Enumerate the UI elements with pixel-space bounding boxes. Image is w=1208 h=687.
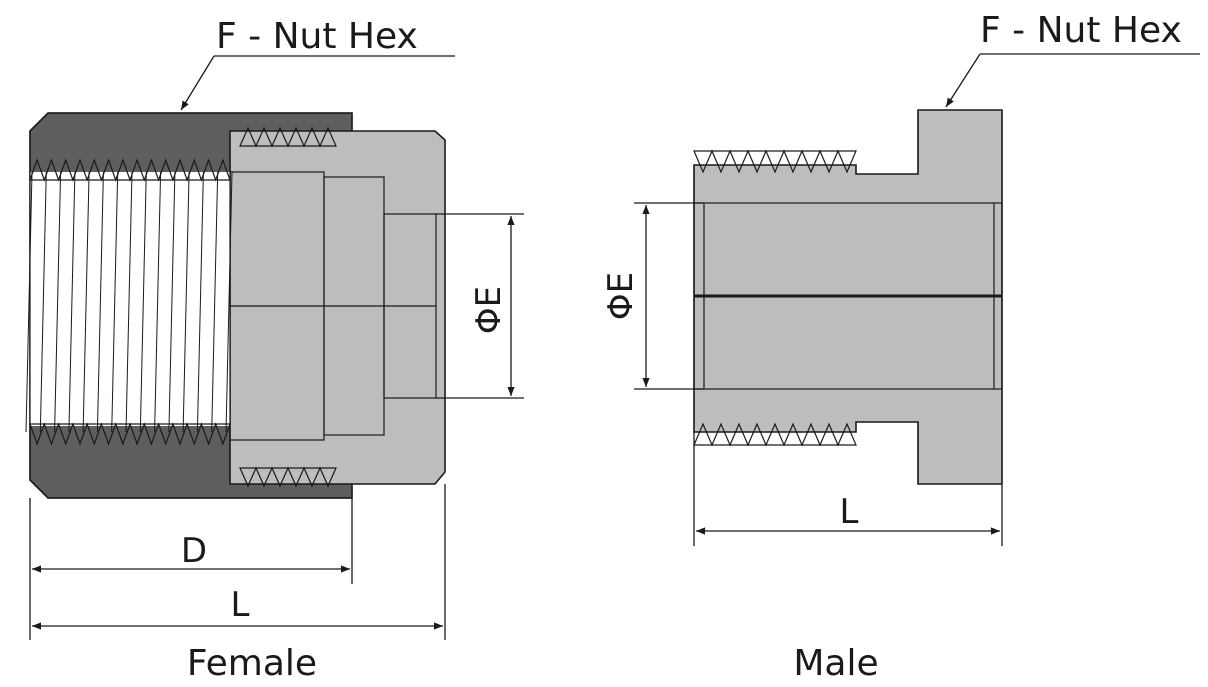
female-small-thread-top (239, 126, 337, 148)
thread-helix-line (168, 171, 176, 433)
male-dim-diameter: ΦE (601, 202, 704, 390)
female-dim-diameter-label: ΦE (469, 286, 509, 334)
female-caption: Female (187, 643, 317, 684)
male-callout: F - Nut Hex (945, 10, 1200, 108)
female-callout: F - Nut Hex (180, 16, 455, 111)
thread-helix-line (225, 171, 233, 433)
thread-helix-line (196, 171, 204, 433)
female-dim-d-label: D (181, 531, 207, 571)
male-thread-top (693, 149, 857, 174)
female-callout-label: F - Nut Hex (216, 16, 418, 57)
female-threaded-bore (30, 172, 230, 426)
thread-helix-line (125, 171, 133, 433)
female-dim-lengths: D L (29, 484, 446, 640)
thread-helix-line (139, 171, 147, 433)
female-dim-l-label: L (231, 585, 250, 625)
male-dim-diameter-label: ΦE (601, 272, 641, 320)
female-fitting (25, 112, 446, 499)
thread-helix-line (25, 171, 33, 433)
thread-helix-line (111, 171, 119, 433)
thread-helix-line (211, 171, 219, 433)
female-tube-end (229, 130, 446, 485)
male-thread-bot (693, 422, 857, 447)
thread-helix-line (54, 171, 62, 433)
male-dim-length: L (693, 432, 1003, 546)
thread-helix-line (68, 171, 76, 433)
female-thread-top (29, 158, 231, 182)
female-outline (29, 112, 353, 499)
thread-helix-line (82, 171, 90, 433)
male-callout-label: F - Nut Hex (980, 10, 1182, 51)
female-dim-diameter: ΦE (436, 213, 524, 399)
thread-helix-line (182, 171, 190, 433)
thread-helix-line (154, 171, 162, 433)
male-caption: Male (793, 643, 878, 684)
female-thread-bot (29, 422, 231, 446)
thread-helix-line (96, 171, 104, 433)
female-small-thread-bot (239, 466, 337, 488)
male-dim-l-label: L (840, 492, 859, 532)
male-fitting (693, 109, 1003, 485)
thread-helix-line (39, 171, 47, 433)
female-thread-lines (25, 171, 233, 433)
